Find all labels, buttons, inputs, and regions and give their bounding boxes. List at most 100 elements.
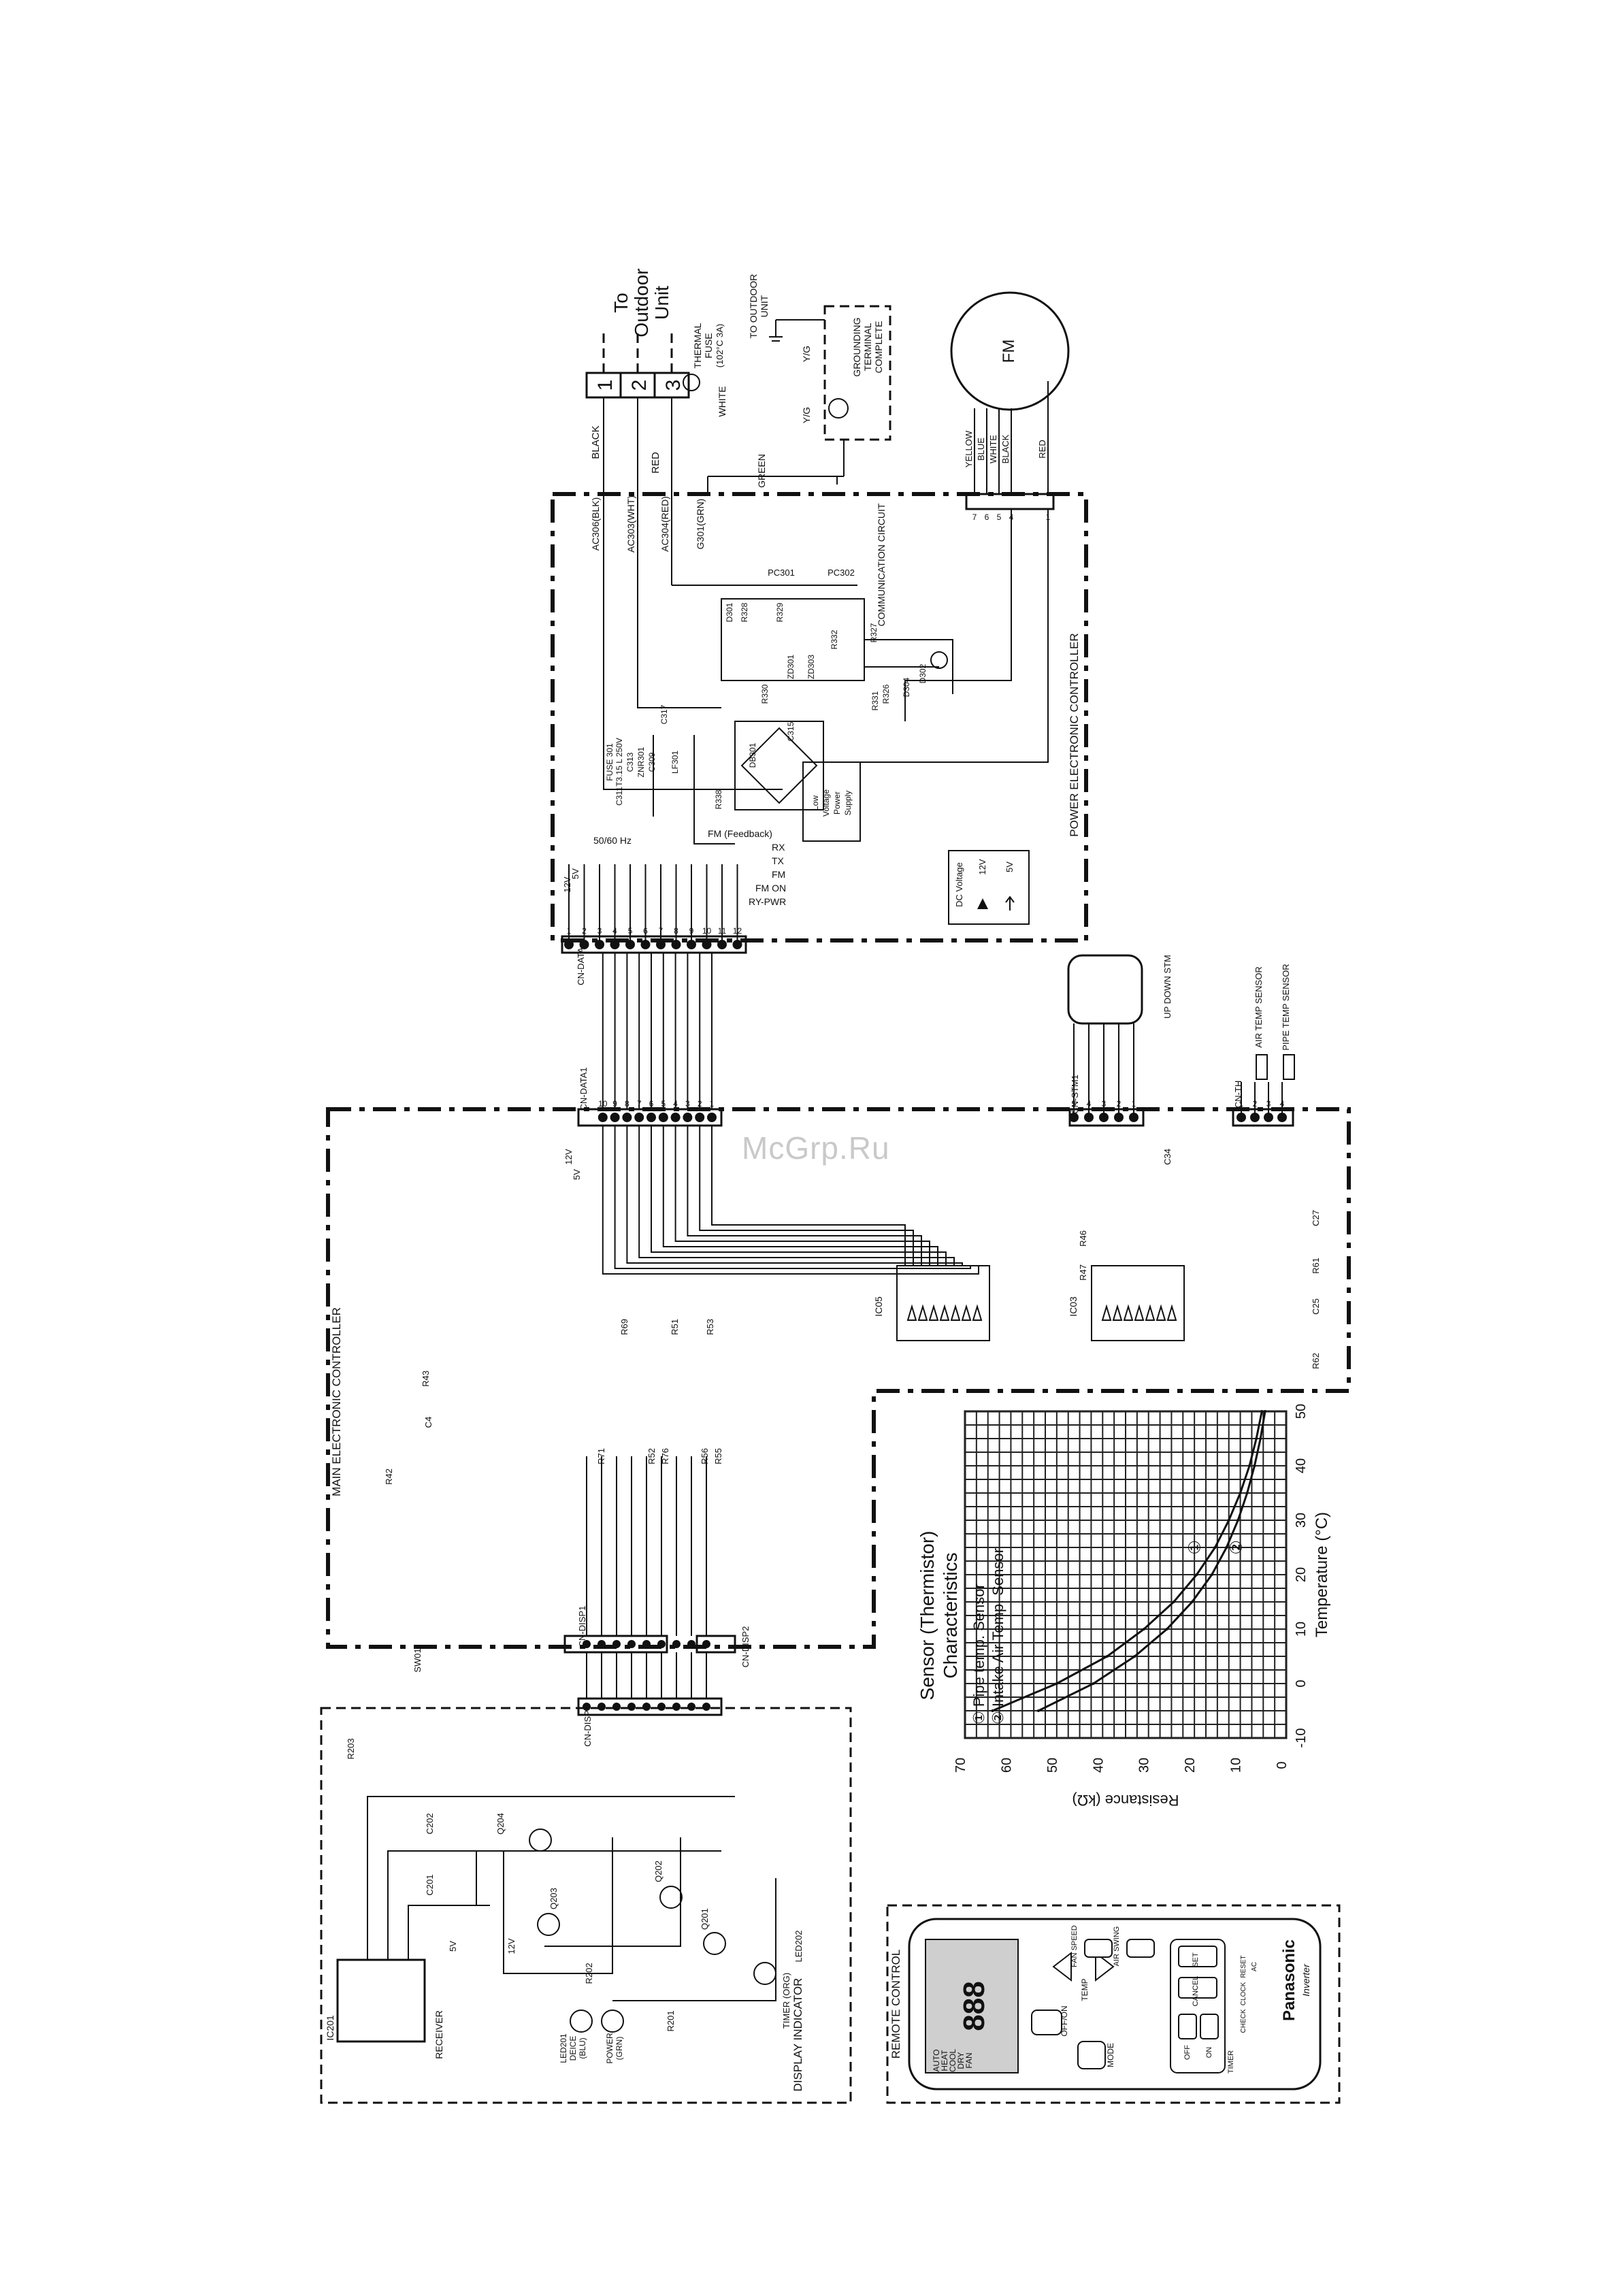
series-point-1	[1213, 1546, 1217, 1549]
remote-cancel-button[interactable]	[1178, 1977, 1217, 1999]
series-point-2	[1036, 1709, 1040, 1712]
data-to-ic-wire	[687, 1126, 922, 1266]
display-5v-label: 5V	[448, 1941, 458, 1952]
remote-boundary	[886, 1904, 1341, 2104]
grounding-terminal: GROUNDING TERMINAL COMPLETE TO OUTDOOR U…	[708, 274, 891, 488]
remote-airswing-button[interactable]	[1126, 1939, 1155, 1958]
c309-label: C309	[647, 752, 657, 772]
remote-mode-label: MODE	[1106, 2043, 1115, 2067]
chart-title-line-2: Characteristics	[940, 1552, 961, 1678]
r203-label: R203	[346, 1738, 356, 1759]
thermistor-connector: CN-TH AIR TEMP SENSOR PIPE TEMP SENSOR 1…	[1232, 964, 1295, 1127]
d301-label: D301	[725, 602, 734, 622]
y-tick-label: 30	[1137, 1758, 1152, 1773]
cn-disp1-pin	[627, 1640, 636, 1648]
driver-gate	[939, 1304, 950, 1321]
cn-disp1-label: CN-DISP1	[577, 1606, 587, 1647]
remote-temp-down-button[interactable]	[1095, 1951, 1115, 1982]
power-controller-title: POWER ELECTRONIC CONTROLLER	[1068, 633, 1081, 836]
cn-disp-pin	[702, 1703, 710, 1711]
remote-onoff-button[interactable]	[1031, 2010, 1062, 2035]
series-point-1	[1227, 1519, 1230, 1522]
cn-data1-pin	[695, 1113, 705, 1122]
remote-temp-up-button[interactable]	[1052, 1951, 1072, 1982]
dc-voltage-legend: DC Voltage 12V 5V	[948, 850, 1030, 925]
pipe-sensor-label: PIPE TEMP SENSOR	[1281, 964, 1291, 1050]
display-title: DISPLAY INDICATOR	[791, 1978, 804, 2092]
fan-motor-symbol	[950, 291, 1070, 411]
cn-data1-pin	[707, 1113, 717, 1122]
c313-label: C313	[625, 752, 635, 772]
dc-12v-label: 12V	[977, 859, 987, 874]
to-outdoor-unit-label-2: UNIT	[759, 295, 770, 317]
remote-onoff-label: OFF/ON	[1060, 2005, 1069, 2036]
cn-disp-pin	[642, 1703, 651, 1711]
zd303-label: ZD303	[806, 655, 816, 679]
series-point-1	[1142, 1628, 1145, 1630]
thermal-fuse-rating: (102°C 3A)	[715, 324, 725, 367]
remote-fanspeed-button[interactable]	[1084, 1939, 1113, 1958]
chart-grid	[964, 1411, 1287, 1739]
fm-signal-label: FM	[772, 869, 785, 880]
remote-set-button[interactable]	[1178, 1946, 1217, 1967]
y-tick-label: 20	[1183, 1758, 1198, 1773]
thermal-fuse-label: THERMAL	[692, 323, 703, 368]
led202-symbol	[753, 1962, 776, 1985]
display-section: IC201 RECEIVER R203 C202 C201 Q204 Q203 …	[325, 1738, 804, 2063]
remote-brand-logo: Panasonic	[1280, 1939, 1298, 2021]
power-controller-boundary	[551, 492, 1088, 942]
r62-label: R62	[1311, 1353, 1321, 1369]
series-marker-1: ①	[1185, 1540, 1204, 1555]
terminal-3-label: 3	[662, 380, 685, 391]
lvps-label-2: Voltage	[821, 789, 831, 817]
driver-gate	[1166, 1304, 1177, 1321]
y-tick-label: 50	[1045, 1758, 1060, 1773]
r56-label: R56	[700, 1448, 710, 1464]
fm-wire-white: WHITE	[988, 435, 998, 463]
remote-lcd	[925, 1939, 1019, 2073]
rx-label: RX	[772, 842, 785, 853]
cn-disp-pin	[657, 1703, 666, 1711]
pipe-sensor-symbol	[1283, 1054, 1295, 1080]
q201-label: Q201	[700, 1908, 710, 1930]
communication-label: COMMUNICATION CIRCUIT	[876, 503, 887, 626]
stm-label: UP DOWN STM	[1162, 955, 1173, 1019]
r53-label: R53	[705, 1319, 715, 1335]
cn-disp-connectors: CN-DISP1 CN-DISP2 CN-DISP	[563, 1456, 751, 1747]
driver-gate	[928, 1304, 939, 1321]
cn-disp1-pin	[642, 1640, 651, 1648]
r326-label: R326	[881, 684, 891, 704]
cn-data-connector: CN-DATA FM (Feedback) 50/60 Hz RX TX FM …	[561, 828, 786, 985]
driver-gate	[1123, 1304, 1134, 1321]
remote-timer-off-button[interactable]	[1178, 2014, 1197, 2039]
x-tick-label: 10	[1294, 1622, 1309, 1637]
remote-mode-button[interactable]	[1077, 2041, 1106, 2069]
remote-model-label: Inverter	[1300, 1963, 1311, 1997]
grounding-label-3: COMPLETE	[873, 321, 884, 373]
grounding-label-2: TERMINAL	[862, 323, 873, 371]
driver-gate	[917, 1304, 928, 1321]
cn-disp1-pin	[657, 1640, 666, 1648]
fan-motor: FM YELLOW BLUE WHITE BLACK RED 7 6 5 4 1	[950, 291, 1070, 522]
q204-label: Q204	[495, 1813, 506, 1835]
fan-motor-connector	[965, 493, 1055, 510]
dc-5v-label: 5V	[1004, 862, 1015, 872]
tx-label: TX	[772, 855, 785, 866]
cn-data1-body	[577, 1108, 723, 1127]
ground-terminal-symbol	[828, 398, 849, 419]
power-component-labels: FUSE 301 T3.15 L 250V C313 ZNR301 C309 L…	[605, 568, 928, 809]
cn-disp2-label: CN-DISP2	[740, 1626, 751, 1668]
driver-gate	[1101, 1304, 1112, 1321]
black-wire-label: BLACK	[590, 425, 602, 459]
cn-disp1-pin	[672, 1640, 681, 1648]
c201-label: C201	[425, 1874, 435, 1895]
terminal-1-label: 1	[594, 380, 617, 391]
remote-timer-on-button[interactable]	[1200, 2014, 1219, 2039]
driver-gate	[906, 1304, 917, 1321]
remote-ac-label: AC	[1251, 1962, 1258, 1971]
r330-label: R330	[760, 684, 770, 704]
driver-gate	[1156, 1304, 1166, 1321]
cn-data1-pin	[683, 1113, 693, 1122]
